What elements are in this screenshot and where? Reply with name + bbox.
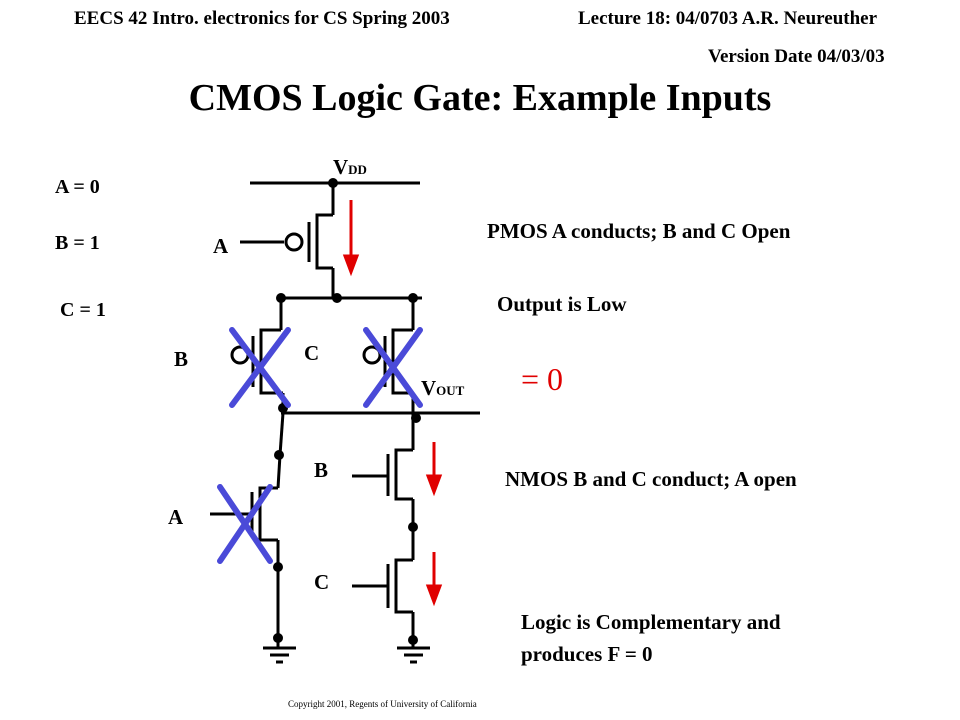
dot-nmos-mid xyxy=(408,522,418,532)
input-a-value: A = 0 xyxy=(55,176,100,198)
pmos-b-gate-label: B xyxy=(174,347,189,371)
dot-out-right xyxy=(411,413,421,423)
nmos-c-channel xyxy=(394,558,413,614)
dot-node-left xyxy=(276,293,286,303)
input-b-value: B = 1 xyxy=(55,232,100,254)
dot-node-mid xyxy=(332,293,342,303)
nmos-a-gate-label: A xyxy=(168,505,184,529)
lecture-header: Lecture 18: 04/0703 A.R. Neureuther xyxy=(578,8,878,29)
nmos-c-gate-label: C xyxy=(314,570,330,594)
arrow-pmos-a-head xyxy=(342,254,360,277)
dot-vdd xyxy=(328,178,338,188)
logic-note-line2: produces F = 0 xyxy=(521,642,653,666)
cross-pmos-c-2 xyxy=(363,327,423,408)
pmos-c-gate-bubble xyxy=(362,345,382,365)
vdd-symbol: V xyxy=(333,155,349,179)
pmos-a-gate-label: A xyxy=(213,234,229,258)
current-arrows xyxy=(342,200,443,607)
vout-symbol: V xyxy=(421,376,437,400)
nmos-a-drain-wire xyxy=(278,412,285,456)
dot-ground-left xyxy=(273,633,283,643)
nmos-b-channel xyxy=(394,448,413,501)
pmos-c-channel xyxy=(391,328,413,395)
logic-note-line1: Logic is Complementary and xyxy=(521,610,781,634)
pmos-a-channel xyxy=(315,213,333,270)
cross-pmos-b-2 xyxy=(229,327,291,408)
result-value: = 0 xyxy=(521,361,564,397)
course-header: EECS 42 Intro. electronics for CS Spring… xyxy=(74,8,450,29)
vout-subscript: OUT xyxy=(436,383,465,398)
copyright: Copyright 2001, Regents of University of… xyxy=(288,699,477,709)
vdd-label: VDD xyxy=(333,155,367,180)
nmos-a-drain-wire-2 xyxy=(276,454,282,489)
vout-label: VOUT xyxy=(421,376,464,401)
dot-nmos-a-bottom xyxy=(273,562,283,572)
nmos-note: NMOS B and C conduct; A open xyxy=(505,467,797,491)
vdd-subscript: DD xyxy=(348,162,367,177)
off-transistor-marks xyxy=(217,327,423,564)
dot-node-right xyxy=(408,293,418,303)
nmos-b-gate-label: B xyxy=(314,458,329,482)
arrow-nmos-b-head xyxy=(425,474,443,497)
output-note: Output is Low xyxy=(497,292,627,316)
pmos-a-gate-bubble xyxy=(284,232,304,252)
dot-ground-right xyxy=(408,635,418,645)
dot-nmos-a-top xyxy=(274,450,284,460)
junction-dots xyxy=(273,178,421,645)
page-title: CMOS Logic Gate: Example Inputs xyxy=(188,77,772,119)
version-date: Version Date 04/03/03 xyxy=(708,46,885,67)
arrow-nmos-c-head xyxy=(425,584,443,607)
pmos-note: PMOS A conducts; B and C Open xyxy=(487,219,791,243)
pmos-c-gate-label: C xyxy=(304,341,320,365)
input-c-value: C = 1 xyxy=(60,299,106,321)
cross-nmos-a-2 xyxy=(217,484,273,564)
